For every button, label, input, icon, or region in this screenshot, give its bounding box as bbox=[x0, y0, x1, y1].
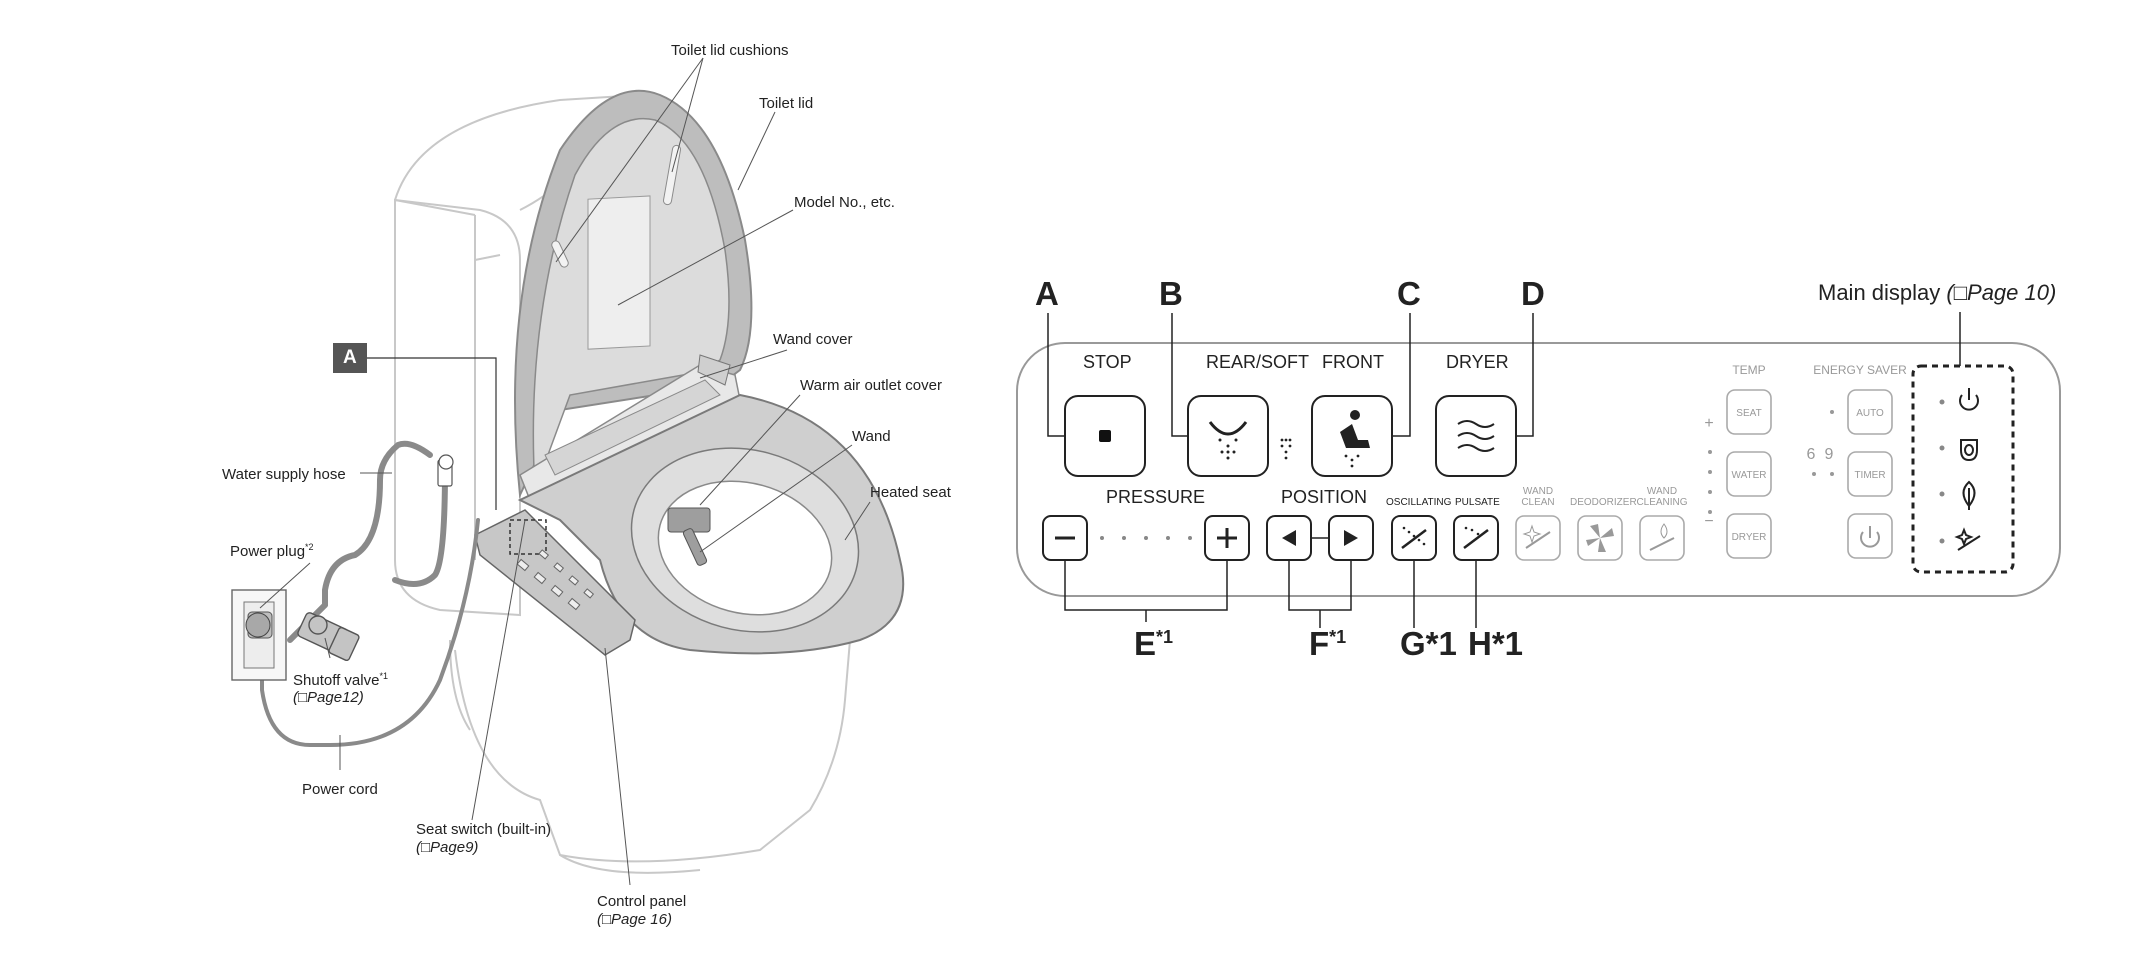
timer-six-hours: 6 bbox=[1806, 446, 1816, 463]
label-seat-switch-ref: (□Page9) bbox=[416, 839, 479, 856]
label-toilet-lid-cushions: Toilet lid cushions bbox=[671, 42, 789, 59]
energy-saver-dots bbox=[1812, 410, 1834, 476]
power-plug-note: *2 bbox=[305, 542, 314, 552]
wall-outlet bbox=[231, 589, 287, 681]
label-seat-switch: Seat switch (built-in) bbox=[416, 821, 552, 838]
label-model-no: Model No., etc. bbox=[794, 194, 895, 211]
water-temp-button[interactable]: WATER bbox=[1726, 451, 1772, 497]
svg-text:SEAT: SEAT bbox=[1736, 408, 1761, 419]
leaf-icon bbox=[1962, 480, 1976, 510]
dryer-button[interactable] bbox=[1435, 395, 1517, 477]
label-temp: TEMP bbox=[1732, 363, 1766, 377]
svg-text:WATER: WATER bbox=[1732, 470, 1767, 481]
oscillating-button[interactable] bbox=[1391, 515, 1437, 561]
auto-button[interactable]: AUTO bbox=[1847, 389, 1893, 435]
label-power-plug: Power plug*2 bbox=[230, 542, 314, 560]
leader-lines bbox=[259, 57, 871, 886]
label-power-cord: Power cord bbox=[302, 781, 378, 798]
letter-h: H*1 bbox=[1468, 625, 1524, 662]
label-dryer: DRYER bbox=[1446, 352, 1509, 372]
panel-outline bbox=[1016, 342, 2061, 597]
letter-f: F*1 bbox=[1309, 625, 1347, 662]
label-shutoff-valve: Shutoff valve*1 bbox=[293, 671, 388, 689]
label-energy-saver: ENERGY SAVER bbox=[1813, 363, 1907, 377]
main-display-ref: (□Page 10) bbox=[1946, 280, 2057, 305]
power-plug-text: Power plug bbox=[230, 543, 306, 560]
label-shutoff-valve-ref: (□Page12) bbox=[293, 689, 364, 706]
letter-a: A bbox=[1035, 275, 1059, 312]
label-control-panel-ref: (□Page 16) bbox=[597, 911, 672, 928]
label-front: FRONT bbox=[1322, 352, 1384, 372]
svg-text:AUTO: AUTO bbox=[1856, 408, 1884, 419]
rear-soft-button[interactable] bbox=[1187, 395, 1269, 477]
letter-b: B bbox=[1159, 275, 1183, 312]
pressure-level-dots bbox=[1100, 536, 1192, 540]
letter-g: G*1 bbox=[1400, 625, 1457, 662]
side-control-panel bbox=[474, 509, 636, 656]
timer-nine-hours: 9 bbox=[1824, 446, 1834, 463]
pressure-plus-button[interactable] bbox=[1204, 515, 1250, 561]
main-display-label: Main display (□Page 10) bbox=[1818, 280, 2057, 305]
label-water-supply-hose: Water supply hose bbox=[222, 466, 346, 483]
power-button[interactable] bbox=[1847, 513, 1893, 559]
label-deodorizer: DEODORIZER bbox=[1570, 497, 1637, 508]
label-position: POSITION bbox=[1281, 487, 1368, 507]
label-toilet-lid: Toilet lid bbox=[759, 95, 814, 112]
power-cord-line bbox=[260, 518, 480, 747]
dryer-temp-button[interactable]: DRYER bbox=[1726, 513, 1772, 559]
label-control-panel: Control panel bbox=[597, 893, 687, 910]
seat-icon bbox=[1960, 439, 1978, 462]
position-left-button[interactable] bbox=[1266, 515, 1312, 561]
power-icon bbox=[1959, 388, 1979, 411]
callout-a bbox=[333, 343, 497, 510]
wand-cleaning-button[interactable] bbox=[1639, 515, 1685, 561]
letter-d: D bbox=[1521, 275, 1545, 312]
label-pulsate: PULSATE bbox=[1455, 497, 1500, 508]
front-button[interactable] bbox=[1311, 395, 1393, 477]
heated-seat bbox=[517, 393, 905, 655]
letter-c: C bbox=[1397, 275, 1421, 312]
soft-front-indicator bbox=[1280, 438, 1292, 460]
svg-text:DRYER: DRYER bbox=[1732, 532, 1767, 543]
callout-a-letter: A bbox=[343, 347, 357, 368]
label-stop: STOP bbox=[1083, 352, 1132, 372]
temp-level-dots bbox=[1708, 450, 1712, 514]
water-supply-hose bbox=[287, 440, 448, 643]
pulsate-button[interactable] bbox=[1453, 515, 1499, 561]
label-pressure: PRESSURE bbox=[1106, 487, 1206, 507]
label-warm-air-outlet-cover: Warm air outlet cover bbox=[800, 377, 942, 394]
letter-e-note: *1 bbox=[1156, 627, 1174, 647]
letter-e: E*1 bbox=[1134, 625, 1174, 662]
shutoff-valve-text: Shutoff valve bbox=[293, 672, 380, 689]
shutoff-valve bbox=[297, 612, 360, 662]
position-right-button[interactable] bbox=[1328, 515, 1374, 561]
stop-button[interactable] bbox=[1064, 395, 1146, 477]
label-heated-seat: Heated seat bbox=[870, 484, 951, 501]
svg-text:TIMER: TIMER bbox=[1854, 470, 1885, 481]
deodorizer-button[interactable] bbox=[1577, 515, 1623, 561]
seat-temp-button[interactable]: SEAT bbox=[1726, 389, 1772, 435]
label-wand: Wand bbox=[852, 428, 891, 445]
letter-f-note: *1 bbox=[1329, 627, 1347, 647]
wand-clean-button[interactable] bbox=[1515, 515, 1561, 561]
timer-button[interactable]: TIMER bbox=[1847, 451, 1893, 497]
temp-minus-sign: − bbox=[1704, 513, 1714, 530]
temp-plus-sign: + bbox=[1704, 415, 1714, 432]
label-wand-cover: Wand cover bbox=[773, 331, 853, 348]
display-indicator-dots bbox=[1939, 399, 1945, 544]
toilet-lid bbox=[514, 89, 753, 499]
label-oscillating: OSCILLATING bbox=[1386, 497, 1452, 508]
bottom-leader-lines bbox=[1064, 560, 1477, 628]
pressure-minus-button[interactable] bbox=[1042, 515, 1088, 561]
toilet-illustration bbox=[231, 57, 905, 886]
main-display-box bbox=[1911, 364, 2015, 574]
shutoff-valve-note: *1 bbox=[379, 671, 388, 681]
label-rear-soft: REAR/SOFT bbox=[1206, 352, 1310, 372]
wand-clean-icon bbox=[1954, 527, 1981, 551]
